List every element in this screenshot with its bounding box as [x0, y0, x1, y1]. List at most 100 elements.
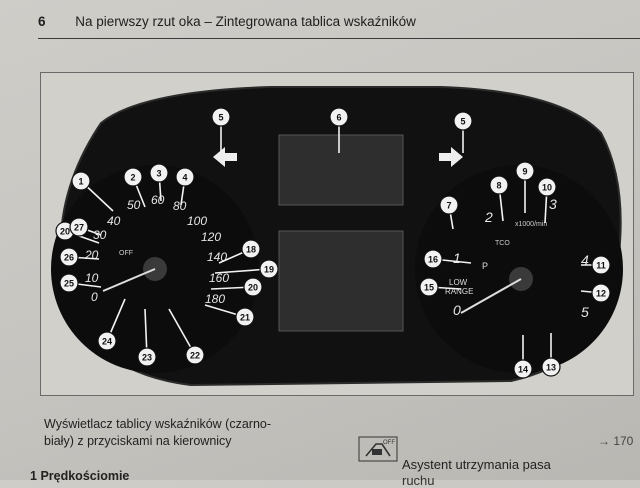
callout-circle [123, 167, 143, 187]
rpm-label: 5 [581, 304, 589, 320]
callout-circle [513, 359, 533, 379]
callout-circle [423, 249, 443, 269]
rpm-label: 1 [453, 250, 461, 266]
callout-circle [489, 175, 509, 195]
speed-label: 80 [173, 199, 187, 213]
callout-number: 15 [424, 283, 434, 293]
lane-assist-text-cut: ruchu [402, 473, 435, 488]
speed-label: 180 [205, 292, 225, 306]
callout-circle [59, 247, 79, 267]
speed-label: 40 [107, 214, 121, 228]
callout-circle [259, 259, 279, 279]
instrument-cluster-figure: 0 10 20 30 40 50 60 80 100 120 140 160 1… [40, 72, 634, 396]
speed-label: 120 [201, 230, 221, 244]
callout-circle [185, 345, 205, 365]
tachometer-needle [460, 278, 522, 314]
callout-circle [591, 255, 611, 275]
callout-circle [439, 195, 459, 215]
tco-text: TCO [495, 240, 510, 247]
speed-label: 0 [91, 290, 98, 304]
low-range-text: RANGE [445, 287, 473, 296]
callout-number: 1 [78, 177, 83, 187]
callout-circle [69, 217, 89, 237]
callout-number: 25 [64, 279, 74, 289]
speedometer-needle [102, 268, 156, 292]
callout-number: 19 [264, 265, 274, 275]
upper-center-display [278, 134, 404, 206]
lower-center-display [278, 230, 404, 332]
callout-number: 26 [64, 253, 74, 263]
list-text: Prędkościomie [40, 469, 130, 483]
callout-circle [541, 357, 561, 377]
header-rule [38, 38, 640, 39]
callout-circle [243, 277, 263, 297]
callout-circle [537, 177, 557, 197]
callout-number: 23 [142, 353, 152, 363]
callout-number: 16 [428, 255, 438, 265]
list-item: 1 Prędkościomie [30, 469, 129, 483]
callout-number: 2 [130, 173, 135, 183]
callout-circle [235, 307, 255, 327]
rpm-unit: x1000/min [515, 221, 547, 228]
parking-brake-text: P [482, 261, 488, 271]
callout-number: 13 [546, 363, 556, 373]
callout-circle [97, 331, 117, 351]
callout-number: 8 [496, 181, 501, 191]
speed-label: 20 [84, 248, 99, 262]
callout-circle [149, 163, 169, 183]
rpm-label: 4 [581, 252, 589, 268]
callout-number: 5 [460, 117, 465, 127]
page-title: Na pierwszy rzut oka – Zintegrowana tabl… [75, 14, 416, 29]
right-turn-arrow-icon [439, 147, 463, 167]
figure-caption: Wyświetlacz tablicy wskaźników (czarno-b… [44, 417, 272, 448]
callout-circle [175, 167, 195, 187]
page-reference: → 170 [598, 434, 634, 448]
callout-circle [515, 161, 535, 181]
callout-circle [137, 347, 157, 367]
speed-label: 100 [187, 214, 207, 228]
indicator-off-text: OFF [119, 250, 133, 257]
instrument-cluster: 0 10 20 30 40 50 60 80 100 120 140 160 1… [51, 86, 623, 387]
callout-number: 18 [246, 245, 256, 255]
speed-label: 140 [207, 250, 227, 264]
callout-number: 24 [102, 337, 112, 347]
left-turn-arrow-icon [213, 147, 237, 167]
rpm-label: 0 [453, 302, 461, 318]
callout-number: 22 [190, 351, 200, 361]
callout-number: 14 [518, 365, 528, 375]
callout-number: 6 [336, 113, 341, 123]
speed-label: 160 [209, 271, 229, 285]
lane-assist-text: Asystent utrzymania pasa [402, 457, 551, 472]
callout-number: 7 [446, 201, 451, 211]
callout-circle [591, 283, 611, 303]
callout-number: 27 [74, 223, 84, 233]
callout-circle [453, 111, 473, 131]
callout-number: 5 [218, 113, 223, 123]
lane-assist-off-icon: OFF [358, 436, 398, 462]
callout-number: 21 [240, 313, 250, 323]
callout-circle [59, 273, 79, 293]
callout-circle [329, 107, 349, 127]
callout-circle [419, 277, 439, 297]
page-header: 6 Na pierwszy rzut oka – Zintegrowana ta… [38, 14, 416, 29]
callout-circle [71, 171, 91, 191]
speed-label: 10 [85, 271, 99, 285]
callout-number: 20 [60, 227, 70, 237]
rpm-label: 3 [549, 196, 557, 212]
speed-label: 60 [151, 193, 165, 207]
callout-number: 12 [596, 289, 606, 299]
callout-number: 11 [596, 261, 606, 271]
page-number: 6 [38, 14, 46, 29]
callout-circle [211, 107, 231, 127]
tachometer-scale: 0 1 2 3 4 5 [453, 196, 589, 320]
low-range-text: LOW [449, 278, 468, 287]
callout-number: 3 [156, 169, 161, 179]
rpm-label: 2 [484, 209, 493, 225]
callout-number: 4 [182, 173, 187, 183]
list-number: 1 [30, 469, 37, 483]
speed-label: 50 [127, 198, 141, 212]
callout-number: 10 [542, 183, 552, 193]
callout-circle [241, 239, 261, 259]
callout-number: 20 [248, 283, 258, 293]
